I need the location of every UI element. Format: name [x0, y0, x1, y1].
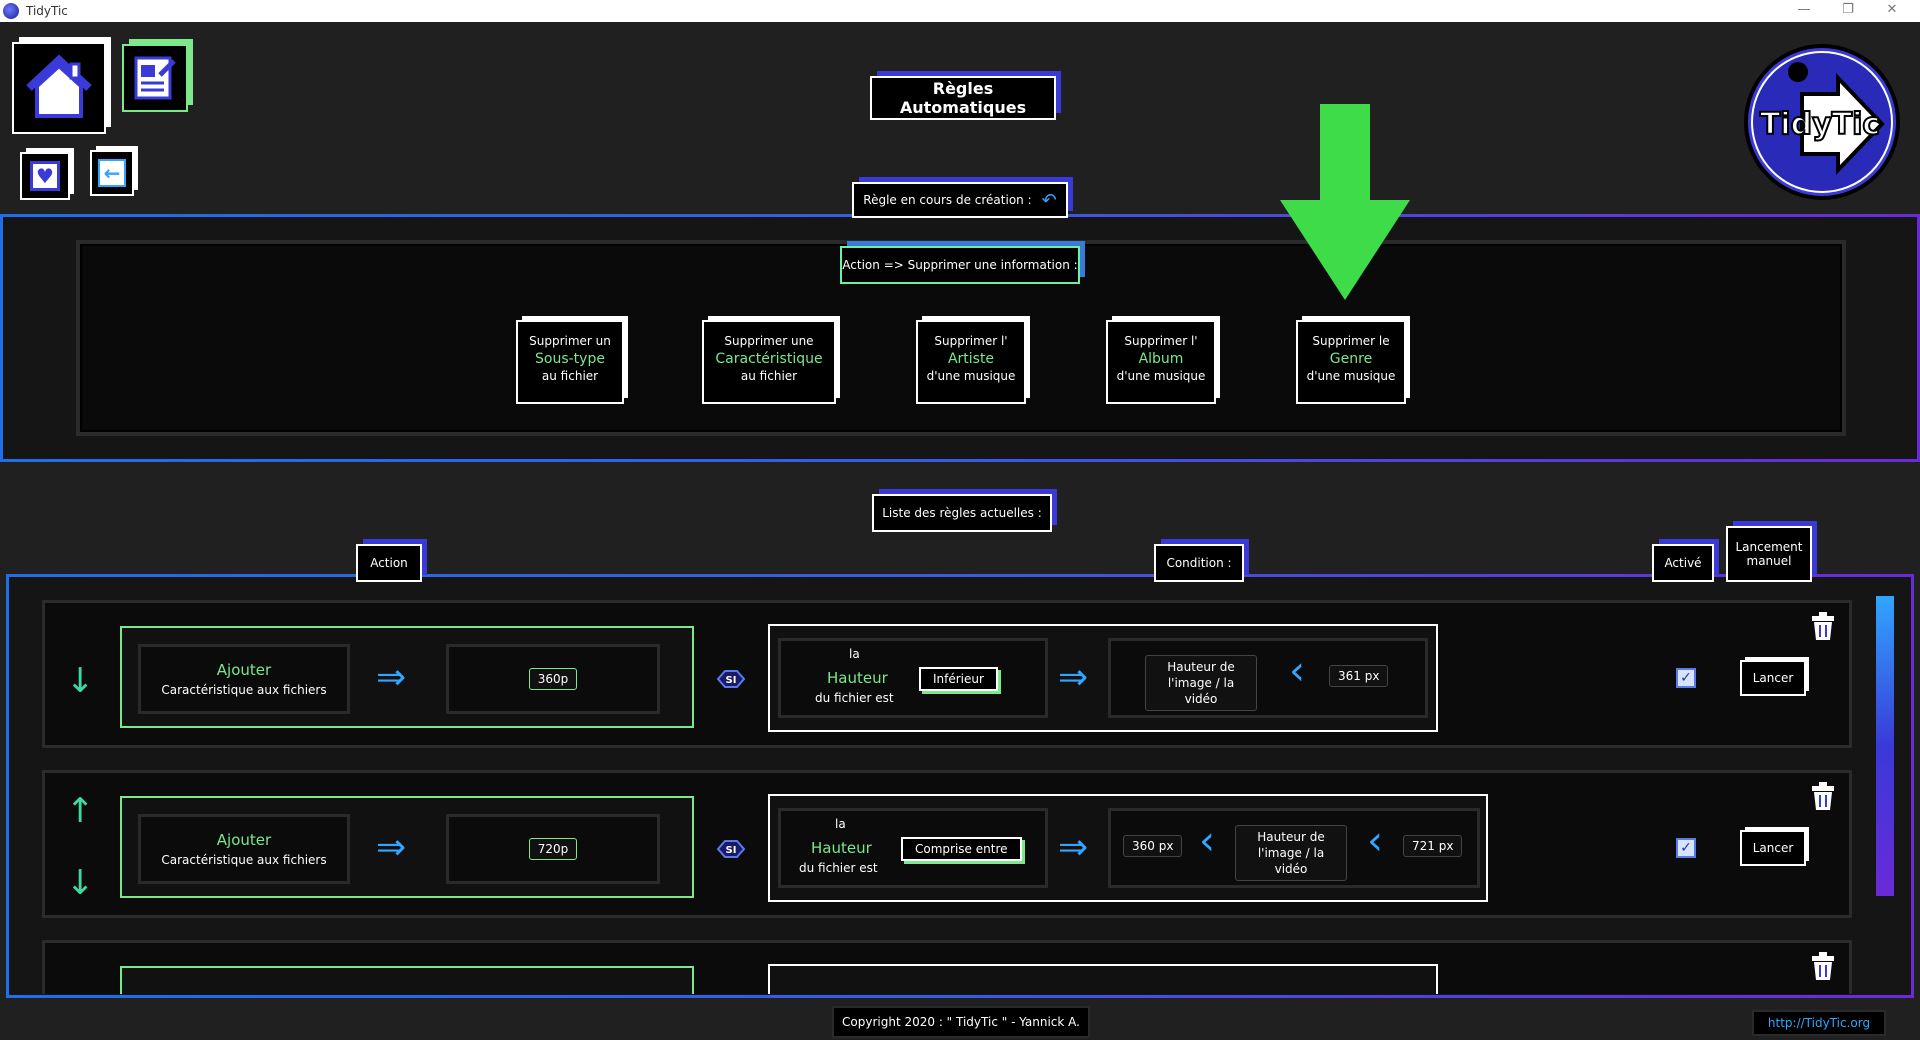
- header-launch: Lancement manuel: [1726, 526, 1812, 582]
- back-arrow-icon: ←: [98, 159, 126, 187]
- svg-text:SI: SI: [726, 675, 737, 686]
- app-icon: [3, 3, 19, 19]
- logo-text: TidyTic: [1760, 107, 1880, 142]
- rule-2-mode[interactable]: Comprise entre: [901, 837, 1022, 861]
- delete-characteristic-button[interactable]: Supprimer une Caractéristique au fichier: [702, 320, 836, 404]
- less-than-icon: ‹: [1289, 648, 1305, 694]
- back-button[interactable]: ←: [90, 150, 134, 196]
- rule-1-action[interactable]: Ajouter Caractéristique aux fichiers: [138, 644, 350, 714]
- undo-icon[interactable]: ↶: [1041, 189, 1057, 211]
- rule-1-right-value[interactable]: 361 px: [1329, 665, 1389, 687]
- header-active: Activé: [1652, 544, 1714, 582]
- rule-3-action-group: [120, 966, 694, 994]
- rule-2-condition-field: 360 px ‹ Hauteur de l'image / la vidéo ‹…: [1108, 808, 1480, 888]
- rule-1-active-checkbox[interactable]: ✓: [1676, 668, 1696, 688]
- move-up-icon[interactable]: ↑: [66, 791, 95, 831]
- less-than-icon: ‹: [1367, 818, 1383, 864]
- page-title: Règles Automatiques: [870, 76, 1056, 120]
- delete-album-button[interactable]: Supprimer l' Album d'une musique: [1106, 320, 1216, 404]
- rule-2-condition-attr[interactable]: la Hauteur du fichier est Comprise entre: [778, 808, 1048, 888]
- rule-2-launch-button[interactable]: Lancer: [1740, 830, 1806, 866]
- header-condition: Condition :: [1154, 544, 1244, 582]
- svg-text:SI: SI: [726, 845, 737, 856]
- condition-arrow-icon: ⇒: [1058, 657, 1089, 698]
- close-button[interactable]: ✕: [1886, 2, 1898, 17]
- less-than-icon: ‹: [1199, 818, 1215, 864]
- delete-genre-button[interactable]: Supprimer le Genre d'une musique: [1296, 320, 1406, 404]
- window-title: TidyTic: [26, 4, 68, 18]
- rule-2-value-cell[interactable]: 720p: [446, 814, 660, 884]
- favorites-button[interactable]: ♥: [20, 152, 70, 200]
- rules-list-title: Liste des règles actuelles :: [872, 494, 1052, 532]
- tidytic-logo: TidyTic: [1742, 42, 1902, 202]
- heart-icon: ♥: [30, 161, 60, 191]
- si-icon: SI: [716, 839, 746, 863]
- condition-arrow-icon: ⇒: [1058, 827, 1089, 868]
- home-icon: [26, 54, 92, 118]
- maximize-button[interactable]: ❐: [1842, 2, 1854, 17]
- home-button[interactable]: [12, 42, 106, 134]
- rule-1-condition-attr[interactable]: la Hauteur du fichier est Inférieur: [778, 638, 1048, 718]
- header-action: Action: [356, 544, 422, 582]
- rule-1-launch-button[interactable]: Lancer: [1740, 660, 1806, 696]
- move-down-icon[interactable]: ↓: [66, 863, 95, 903]
- rule-1-value-cell[interactable]: 360p: [446, 644, 660, 714]
- window-titlebar: TidyTic — ❐ ✕: [0, 0, 1920, 22]
- rule-1-condition-field: Hauteur de l'image / la vidéo ‹ 361 px: [1108, 638, 1428, 718]
- action-arrow-icon: ⇒: [376, 827, 407, 868]
- action-arrow-icon: ⇒: [376, 657, 407, 698]
- website-link[interactable]: http://TidyTic.org: [1752, 1010, 1886, 1036]
- rule-2-field[interactable]: Hauteur de l'image / la vidéo: [1235, 825, 1347, 881]
- pointer-arrow-icon: [1280, 104, 1410, 300]
- rule-1-mode[interactable]: Inférieur: [919, 667, 998, 691]
- rule-1-value: 360p: [528, 668, 578, 690]
- creation-label: Règle en cours de création :: [863, 193, 1032, 207]
- rule-2-left-value[interactable]: 360 px: [1123, 835, 1183, 857]
- rule-3-condition-group: [768, 964, 1438, 994]
- action-label: Action => Supprimer une information :: [840, 246, 1080, 284]
- trash-icon[interactable]: [1810, 952, 1836, 982]
- rules-scrollbar[interactable]: [1876, 596, 1894, 896]
- rule-2-value: 720p: [528, 838, 578, 860]
- delete-artist-button[interactable]: Supprimer l' Artiste d'une musique: [916, 320, 1026, 404]
- rule-1-field[interactable]: Hauteur de l'image / la vidéo: [1145, 655, 1257, 711]
- trash-icon[interactable]: [1810, 782, 1836, 812]
- copyright: Copyright 2020 : " TidyTic " - Yannick A…: [832, 1006, 1090, 1038]
- minimize-button[interactable]: —: [1797, 2, 1811, 17]
- creation-label-box: Règle en cours de création : ↶: [852, 182, 1068, 218]
- rule-2-active-checkbox[interactable]: ✓: [1676, 838, 1696, 858]
- si-icon: SI: [716, 669, 746, 693]
- rules-button[interactable]: [122, 44, 188, 112]
- rule-2-right-value[interactable]: 721 px: [1403, 835, 1463, 857]
- rules-edit-icon: [134, 56, 176, 100]
- trash-icon[interactable]: [1810, 612, 1836, 642]
- delete-subtype-button[interactable]: Supprimer un Sous-type au fichier: [516, 320, 624, 404]
- rule-2-action[interactable]: Ajouter Caractéristique aux fichiers: [138, 814, 350, 884]
- move-down-icon[interactable]: ↓: [66, 661, 95, 701]
